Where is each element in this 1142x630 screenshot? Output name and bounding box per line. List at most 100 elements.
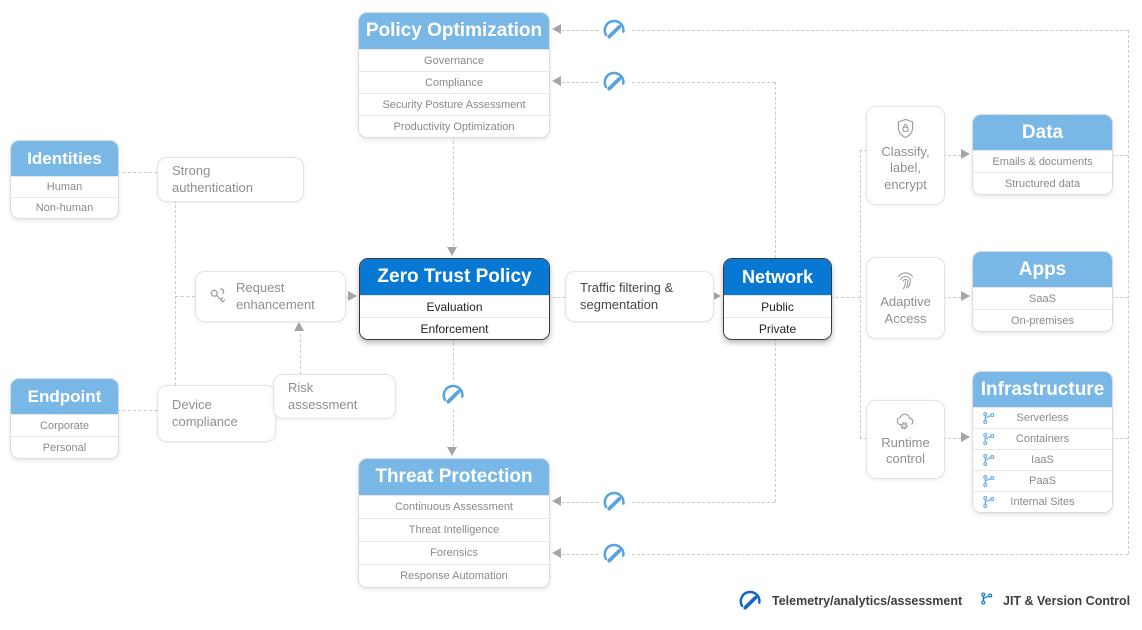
request-enhancement-label: Request enhancement xyxy=(236,280,315,312)
jit-icon xyxy=(982,474,995,488)
identities-box: Identities Human Non-human xyxy=(10,140,119,219)
connector-right-col-trunk xyxy=(860,150,861,438)
connector-ztp-tp-lower xyxy=(453,410,454,446)
endpoint-box: Endpoint Corporate Personal xyxy=(10,378,119,459)
connector-auth-device-trunk xyxy=(175,200,176,385)
telemetry-legend-label: Telemetry/analytics/assessment xyxy=(772,594,963,608)
connector-runtime-infra xyxy=(943,438,961,439)
policy-optimization-title: Policy Optimization xyxy=(359,13,549,49)
cloud-gear-icon xyxy=(894,412,917,431)
connector-tp-tele-b xyxy=(562,554,598,555)
telemetry-legend-icon xyxy=(737,590,763,612)
telemetry-icon-forensics xyxy=(601,543,627,565)
connector-right-trunk xyxy=(1128,30,1129,554)
identities-title: Identities xyxy=(11,141,118,176)
connector-data-trunk xyxy=(1111,155,1128,156)
policy-optimization-item: Productivity Optimization xyxy=(359,115,549,137)
shield-lock-icon xyxy=(896,118,915,139)
network-box: Network Public Private xyxy=(723,258,832,340)
connector-risk-request xyxy=(300,334,301,374)
jit-icon xyxy=(982,495,995,509)
runtime-control-label: Runtime control xyxy=(881,434,930,466)
classify-label: Classify, label, encrypt xyxy=(881,144,930,192)
zero-trust-policy-item: Evaluation xyxy=(360,295,549,317)
adaptive-access-label: Adaptive Access xyxy=(880,294,931,326)
device-compliance-label: Device compliance xyxy=(172,397,238,429)
threat-protection-item: Forensics xyxy=(359,541,549,564)
endpoint-item: Corporate xyxy=(11,414,118,436)
endpoint-item: Personal xyxy=(11,436,118,458)
data-item: Emails & documents xyxy=(973,150,1112,172)
telemetry-icon-ztp-tp xyxy=(440,384,466,406)
telemetry-icon-continuous xyxy=(601,491,627,513)
classify-box: Classify, label, encrypt xyxy=(866,106,945,205)
arrowhead-down-tp xyxy=(447,447,457,456)
jit-icon xyxy=(982,432,995,446)
infrastructure-item: IaaS xyxy=(973,449,1112,470)
data-box: Data Emails & documents Structured data xyxy=(972,114,1113,195)
data-title: Data xyxy=(973,115,1112,150)
policy-optimization-item: Governance xyxy=(359,49,549,71)
keys-icon xyxy=(208,286,229,307)
infrastructure-item: Serverless xyxy=(973,407,1112,428)
connector-apps-trunk xyxy=(1111,297,1128,298)
zero-trust-policy-box: Zero Trust Policy Evaluation Enforcement xyxy=(359,258,550,340)
network-item: Public xyxy=(724,295,831,317)
connector-po-tele-top-a xyxy=(562,30,598,31)
connector-trunk-request xyxy=(175,296,195,297)
connector-ztp-traffic xyxy=(548,297,565,298)
connector-tp-tele-a xyxy=(562,502,598,503)
connector-bottom-feedback xyxy=(632,554,1128,555)
network-item: Private xyxy=(724,317,831,339)
arrowhead-right-infra xyxy=(961,432,970,442)
connector-po-tele-mid-a xyxy=(562,82,598,83)
strong-authentication-label: Strong authentication xyxy=(172,163,253,195)
connector-network-tp-h xyxy=(632,502,775,503)
connector-endpoint-device xyxy=(117,410,157,411)
arrowhead-left-tp-continuous xyxy=(552,496,561,506)
threat-protection-item: Continuous Assessment xyxy=(359,495,549,518)
apps-item: On-premises xyxy=(973,309,1112,331)
apps-box: Apps SaaS On-premises xyxy=(972,251,1113,332)
connector-classify-data xyxy=(943,155,961,156)
infrastructure-title: Infrastructure xyxy=(973,372,1112,407)
threat-protection-item: Response Automation xyxy=(359,564,549,587)
risk-assessment-label: Risk assessment xyxy=(288,380,358,412)
arrowhead-right-data xyxy=(961,149,970,159)
connector-network-right xyxy=(830,297,860,298)
threat-protection-item: Threat Intelligence xyxy=(359,518,549,541)
apps-title: Apps xyxy=(973,252,1112,287)
arrowhead-up-risk xyxy=(294,322,304,331)
connector-compliance-network xyxy=(632,82,775,83)
arrowhead-right-apps xyxy=(961,291,970,301)
zero-trust-policy-title: Zero Trust Policy xyxy=(360,259,549,295)
connector-ztp-tp-upper xyxy=(453,338,454,380)
traffic-filtering-label: Traffic filtering & segmentation xyxy=(580,280,674,312)
jit-legend-label: JIT & Version Control xyxy=(1003,594,1131,608)
traffic-filtering-box: Traffic filtering & segmentation xyxy=(565,271,714,322)
endpoint-title: Endpoint xyxy=(11,379,118,414)
zero-trust-policy-item: Enforcement xyxy=(360,317,549,339)
arrowhead-down-ztp xyxy=(447,247,457,256)
infrastructure-item: Internal Sites xyxy=(973,491,1112,512)
arrowhead-left-tp-forensics xyxy=(552,548,561,558)
identities-item: Human xyxy=(11,176,118,197)
jit-legend-icon xyxy=(980,592,993,605)
arrowhead-right-network xyxy=(712,291,721,301)
connector-po-ztp xyxy=(453,136,454,246)
threat-protection-title: Threat Protection xyxy=(359,459,549,495)
apps-item: SaaS xyxy=(973,287,1112,309)
threat-protection-box: Threat Protection Continuous Assessment … xyxy=(358,458,550,588)
data-item: Structured data xyxy=(973,172,1112,194)
risk-assessment-box: Risk assessment xyxy=(273,374,396,419)
infrastructure-box: Infrastructure Serverless Containers Iaa… xyxy=(972,371,1113,513)
connector-top-feedback xyxy=(632,30,1128,31)
fingerprint-icon xyxy=(895,269,916,290)
connector-adaptive-apps xyxy=(943,297,961,298)
identities-item: Non-human xyxy=(11,197,118,218)
telemetry-icon-compliance xyxy=(601,71,627,93)
connector-trunk-runtime xyxy=(860,438,867,439)
runtime-control-box: Runtime control xyxy=(866,400,945,479)
policy-optimization-item: Compliance xyxy=(359,71,549,93)
